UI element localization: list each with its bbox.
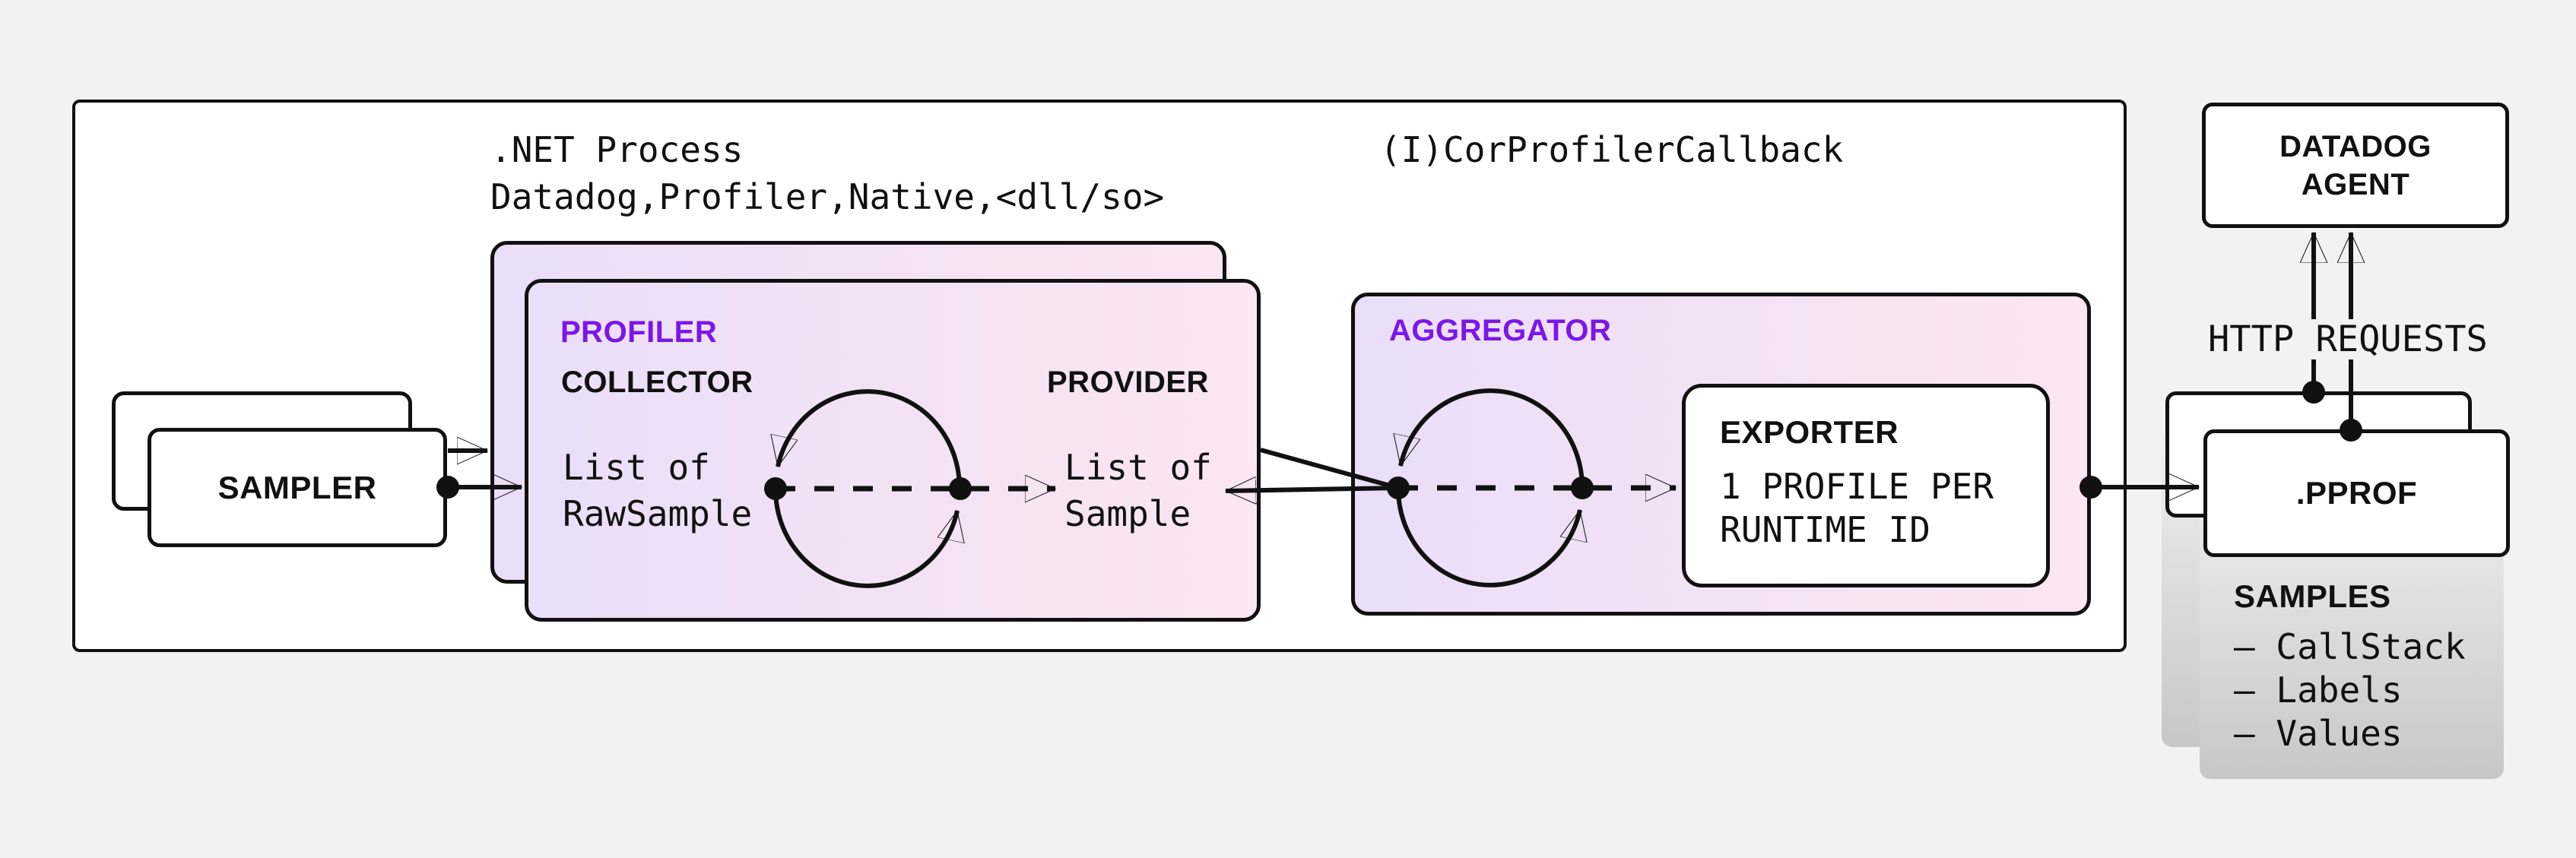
http-requests-label: HTTP REQUESTS xyxy=(2203,319,2492,359)
pprof-box: .PPROF xyxy=(2203,429,2510,557)
profiler-title: PROFILER xyxy=(560,315,718,349)
samples-item-callstack: – CallStack xyxy=(2234,626,2466,667)
pprof-label: .PPROF xyxy=(2295,475,2418,511)
samples-title: SAMPLES xyxy=(2234,578,2391,614)
sampler-label: SAMPLER xyxy=(217,469,377,505)
collector-label: COLLECTOR xyxy=(561,366,753,399)
sampler-box: SAMPLER xyxy=(148,428,447,547)
samples-item-labels: – Labels xyxy=(2234,670,2403,711)
provider-label: PROVIDER xyxy=(1047,366,1209,399)
exporter-box xyxy=(1682,384,2050,587)
datadog-agent-label: DATADOG AGENT xyxy=(2279,129,2432,201)
aggregator-title: AGGREGATOR xyxy=(1389,314,1612,347)
datadog-agent-box: DATADOG AGENT xyxy=(2202,103,2509,228)
provider-value: List of Sample xyxy=(1064,447,1212,534)
samples-item-values: – Values xyxy=(2234,713,2403,754)
corprofiler-callback-label: (I)CorProfilerCallback xyxy=(1380,129,1844,170)
exporter-title: EXPORTER xyxy=(1720,414,1899,450)
collector-value: List of RawSample xyxy=(563,447,753,534)
process-title-line2: Datadog,Profiler,Native,<dll/so> xyxy=(490,176,1165,217)
exporter-value: 1 PROFILE PER RUNTIME ID xyxy=(1720,466,1994,550)
process-title-line1: .NET Process xyxy=(490,129,744,170)
